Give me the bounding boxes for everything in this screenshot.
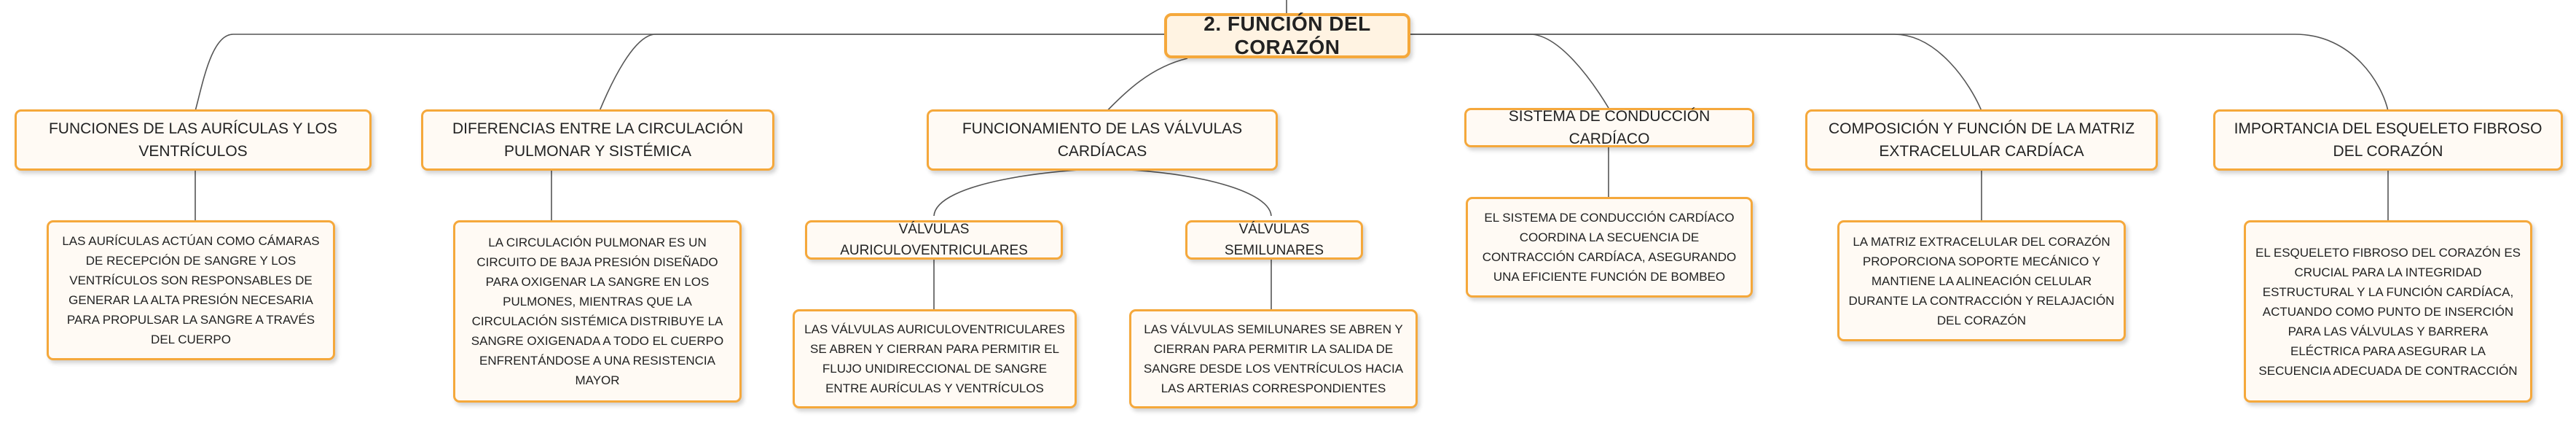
detail-matriz-extracelular[interactable]: LA MATRIZ EXTRACELULAR DEL CORAZÓN PROPO… [1837, 220, 2126, 341]
detail-text: LA MATRIZ EXTRACELULAR DEL CORAZÓN PROPO… [1848, 234, 2115, 327]
topic-esqueleto-fibroso[interactable]: IMPORTANCIA DEL ESQUELETO FIBROSO DEL CO… [2213, 109, 2563, 171]
connector-line [599, 34, 1164, 112]
detail-valvulas-auriculoventriculares[interactable]: LAS VÁLVULAS AURICULOVENTRICULARES SE AB… [793, 309, 1077, 408]
connector-line [195, 34, 1164, 112]
topic-label: FUNCIONAMIENTO DE LAS VÁLVULAS CARDÍACAS [962, 120, 1243, 160]
connector-line [1410, 34, 1982, 112]
detail-text: LAS AURÍCULAS ACTÚAN COMO CÁMARAS DE REC… [62, 234, 320, 346]
connector-line [1410, 34, 1609, 109]
topic-label: SISTEMA DE CONDUCCIÓN CARDÍACO [1508, 108, 1711, 147]
detail-auriculas-ventriculos[interactable]: LAS AURÍCULAS ACTÚAN COMO CÁMARAS DE REC… [47, 220, 335, 360]
subtopic-valvulas-auriculoventriculares[interactable]: VÁLVULAS AURICULOVENTRICULARES [805, 220, 1063, 260]
subtopic-label: VÁLVULAS SEMILUNARES [1224, 222, 1324, 258]
detail-text: LA CIRCULACIÓN PULMONAR ES UN CIRCUITO D… [471, 236, 724, 387]
root-node[interactable]: 2. FUNCIÓN DEL CORAZÓN [1164, 12, 1410, 58]
detail-esqueleto-fibroso[interactable]: EL ESQUELETO FIBROSO DEL CORAZÓN ES CRUC… [2244, 220, 2532, 403]
topic-sistema-conduccion[interactable]: SISTEMA DE CONDUCCIÓN CARDÍACO [1464, 108, 1754, 147]
topic-circulacion-pulmonar-sistemica[interactable]: DIFERENCIAS ENTRE LA CIRCULACIÓN PULMONA… [421, 109, 774, 171]
topic-label: IMPORTANCIA DEL ESQUELETO FIBROSO DEL CO… [2234, 120, 2542, 160]
topic-label: DIFERENCIAS ENTRE LA CIRCULACIÓN PULMONA… [452, 120, 744, 160]
connector-line [1101, 58, 1188, 117]
detail-text: EL SISTEMA DE CONDUCCIÓN CARDÍACO COORDI… [1482, 211, 1737, 284]
detail-circulacion[interactable]: LA CIRCULACIÓN PULMONAR ES UN CIRCUITO D… [453, 220, 742, 403]
topic-auriculas-ventriculos[interactable]: FUNCIONES DE LAS AURÍCULAS Y LOS VENTRÍC… [15, 109, 372, 171]
root-title: 2. FUNCIÓN DEL CORAZÓN [1203, 12, 1371, 58]
subtopic-valvulas-semilunares[interactable]: VÁLVULAS SEMILUNARES [1185, 220, 1363, 260]
topic-valvulas-cardiacas[interactable]: FUNCIONAMIENTO DE LAS VÁLVULAS CARDÍACAS [927, 109, 1278, 171]
detail-valvulas-semilunares[interactable]: LAS VÁLVULAS SEMILUNARES SE ABREN Y CIER… [1129, 309, 1418, 408]
connector-line [1101, 168, 1272, 217]
topic-label: FUNCIONES DE LAS AURÍCULAS Y LOS VENTRÍC… [48, 120, 338, 160]
subtopic-label: VÁLVULAS AURICULOVENTRICULARES [840, 222, 1028, 258]
detail-sistema-conduccion[interactable]: EL SISTEMA DE CONDUCCIÓN CARDÍACO COORDI… [1466, 197, 1753, 298]
topic-label: COMPOSICIÓN Y FUNCIÓN DE LA MATRIZ EXTRA… [1828, 120, 2135, 160]
connector-line [933, 168, 1102, 217]
detail-text: EL ESQUELETO FIBROSO DEL CORAZÓN ES CRUC… [2255, 245, 2521, 378]
detail-text: LAS VÁLVULAS SEMILUNARES SE ABREN Y CIER… [1143, 322, 1404, 395]
topic-matriz-extracelular[interactable]: COMPOSICIÓN Y FUNCIÓN DE LA MATRIZ EXTRA… [1805, 109, 2158, 171]
detail-text: LAS VÁLVULAS AURICULOVENTRICULARES SE AB… [804, 322, 1065, 395]
connector-line [1410, 34, 2389, 112]
